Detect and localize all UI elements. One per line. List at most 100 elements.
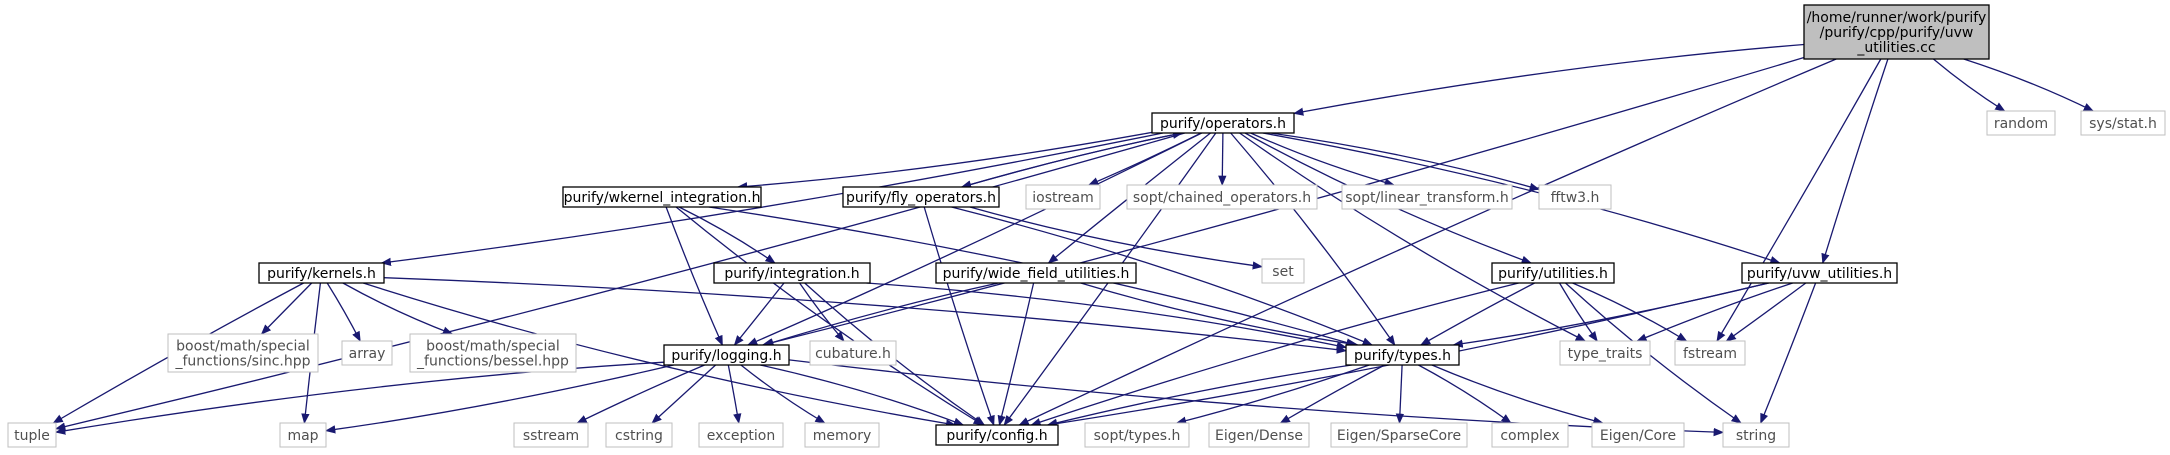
node-box xyxy=(1559,340,1651,366)
node-label: set xyxy=(1272,264,1294,280)
node-label: purify/config.h xyxy=(946,428,1047,444)
node-types-h[interactable]: purify/types.h xyxy=(1345,344,1460,366)
node-label: exception xyxy=(707,428,775,444)
edge-fly_operators_h-to-set xyxy=(969,206,1264,270)
edge-kernels_h-to-types_h xyxy=(383,277,1348,354)
node-label: fftw3.h xyxy=(1551,190,1600,206)
node-label: purify/integration.h xyxy=(724,266,859,282)
node-operators-h[interactable]: purify/operators.h xyxy=(1151,112,1295,134)
node-label: _functions/sinc.hpp xyxy=(174,354,310,370)
node-box xyxy=(663,344,790,366)
node-label: string xyxy=(1736,428,1776,444)
node-box xyxy=(167,333,319,373)
node-box xyxy=(1126,184,1318,210)
node-wkernel-integration-h[interactable]: purify/wkernel_integration.h xyxy=(562,186,762,208)
edge-uvw_utilities_cc-to-uvw_utilities_h xyxy=(1821,58,1889,264)
node-box xyxy=(2080,110,2166,136)
edge-operators_h-to-uvw_utilities_h xyxy=(1262,132,1781,265)
edge-uvw_utilities_cc-to-config_h xyxy=(1018,58,1837,426)
node-box xyxy=(698,422,784,448)
node-box xyxy=(409,333,577,373)
node-box xyxy=(513,422,589,448)
edge-uvw_utilities_h-to-string xyxy=(1760,282,1817,424)
node-box xyxy=(1345,344,1460,366)
node-linear-transform-h: sopt/linear_transform.h xyxy=(1341,184,1513,210)
edge-types_h-to-eigen_core xyxy=(1431,364,1604,425)
node-eigen-sparsecore: Eigen/SparseCore xyxy=(1330,422,1468,448)
node-config-h[interactable]: purify/config.h xyxy=(935,424,1059,446)
node-logging-h[interactable]: purify/logging.h xyxy=(663,344,790,366)
node-sstream: sstream xyxy=(513,422,589,448)
edge-utilities_h-to-config_h xyxy=(1030,282,1519,427)
node-box xyxy=(842,186,1000,208)
node-label: purify/types.h xyxy=(1354,348,1451,364)
edge-operators_h-to-fly_operators_h xyxy=(960,132,1183,189)
node-label: purify/utilities.h xyxy=(1498,266,1608,282)
node-label: _functions/bessel.hpp xyxy=(416,354,569,370)
node-label: map xyxy=(287,428,318,444)
node-label: Eigen/SparseCore xyxy=(1337,428,1461,444)
node-exception: exception xyxy=(698,422,784,448)
edge-logging_h-to-string xyxy=(788,359,1725,437)
node-box xyxy=(1538,184,1612,210)
edge-operators_h-to-type_traits xyxy=(1239,132,1587,342)
node-cstring: cstring xyxy=(605,422,673,448)
node-label: purify/logging.h xyxy=(671,348,781,364)
node-box xyxy=(809,340,897,366)
node-wide-field-utilities-h[interactable]: purify/wide_field_utilities.h xyxy=(935,262,1137,284)
edge-logging_h-to-tuple xyxy=(54,361,665,435)
node-map: map xyxy=(279,422,327,448)
edge-wkernel_integration_h-to-logging_h xyxy=(665,206,723,346)
edge-uvw_utilities_cc-to-fstream xyxy=(1716,58,1882,342)
edge-logging_h-to-sstream xyxy=(576,364,705,424)
edge-integration_h-to-logging_h xyxy=(733,282,785,346)
edge-integration_h-to-cubature_h xyxy=(799,282,845,342)
node-box xyxy=(562,186,762,208)
node-box xyxy=(279,422,327,448)
edge-types_h-to-sopt_types_h xyxy=(1175,364,1370,425)
node-box xyxy=(935,424,1059,446)
node-fftw3-h: fftw3.h xyxy=(1538,184,1612,210)
node-box xyxy=(605,422,673,448)
edge-logging_h-to-map xyxy=(324,364,674,434)
node-label: boost/math/special xyxy=(176,339,310,355)
node-label: complex xyxy=(1500,428,1559,444)
node-sys-stat-h: sys/stat.h xyxy=(2080,110,2166,136)
edge-logging_h-to-config_h xyxy=(760,364,965,426)
edge-operators_h-to-chained_operators_h xyxy=(1218,132,1227,187)
edge-uvw_utilities_h-to-types_h xyxy=(1452,282,1769,348)
edge-logging_h-to-memory xyxy=(740,364,826,424)
node-label: _utilities.cc xyxy=(1856,40,1935,56)
edge-utilities_h-to-fstream xyxy=(1572,282,1688,342)
node-integration-h[interactable]: purify/integration.h xyxy=(713,262,871,284)
node-label: purify/wkernel_integration.h xyxy=(564,190,761,206)
node-label: sys/stat.h xyxy=(2089,116,2157,132)
node-box xyxy=(1025,184,1101,210)
node-box xyxy=(1208,422,1310,448)
node-sinc-hpp: boost/math/special_functions/sinc.hpp xyxy=(167,333,319,373)
node-cubature-h: cubature.h xyxy=(809,340,897,366)
node-box xyxy=(7,422,57,448)
node-box xyxy=(341,340,393,366)
node-box xyxy=(1591,422,1685,448)
edge-integration_h-to-types_h xyxy=(866,282,1348,350)
node-fly-operators-h[interactable]: purify/fly_operators.h xyxy=(842,186,1000,208)
node-utilities-h[interactable]: purify/utilities.h xyxy=(1491,262,1615,284)
edge-logging_h-to-cstring xyxy=(651,364,717,424)
edge-operators_h-to-tuple xyxy=(54,132,1185,431)
edge-uvw_utilities_h-to-type_traits xyxy=(1636,282,1793,342)
node-label: purify/operators.h xyxy=(1160,116,1286,132)
node-box xyxy=(1151,112,1295,134)
node-uvw-utilities-h[interactable]: purify/uvw_utilities.h xyxy=(1741,262,1898,284)
node-label: tuple xyxy=(14,428,50,444)
edge-uvw_utilities_cc-to-sys_stat_h xyxy=(1963,58,2095,112)
node-box xyxy=(258,262,385,284)
node-kernels-h[interactable]: purify/kernels.h xyxy=(258,262,385,284)
edge-operators_h-to-wkernel_integration_h xyxy=(736,131,1153,191)
edge-wkernel_integration_h-to-config_h xyxy=(675,206,984,426)
edge-operators_h-to-fftw3_h xyxy=(1270,132,1540,191)
node-uvw-utilities-cc[interactable]: /home/runner/work/purify/purify/cpp/puri… xyxy=(1803,4,1990,60)
edge-fly_operators_h-to-operators_h xyxy=(961,130,1184,188)
edge-utilities_h-to-string xyxy=(1565,282,1742,424)
node-chained-operators-h: sopt/chained_operators.h xyxy=(1126,184,1318,210)
